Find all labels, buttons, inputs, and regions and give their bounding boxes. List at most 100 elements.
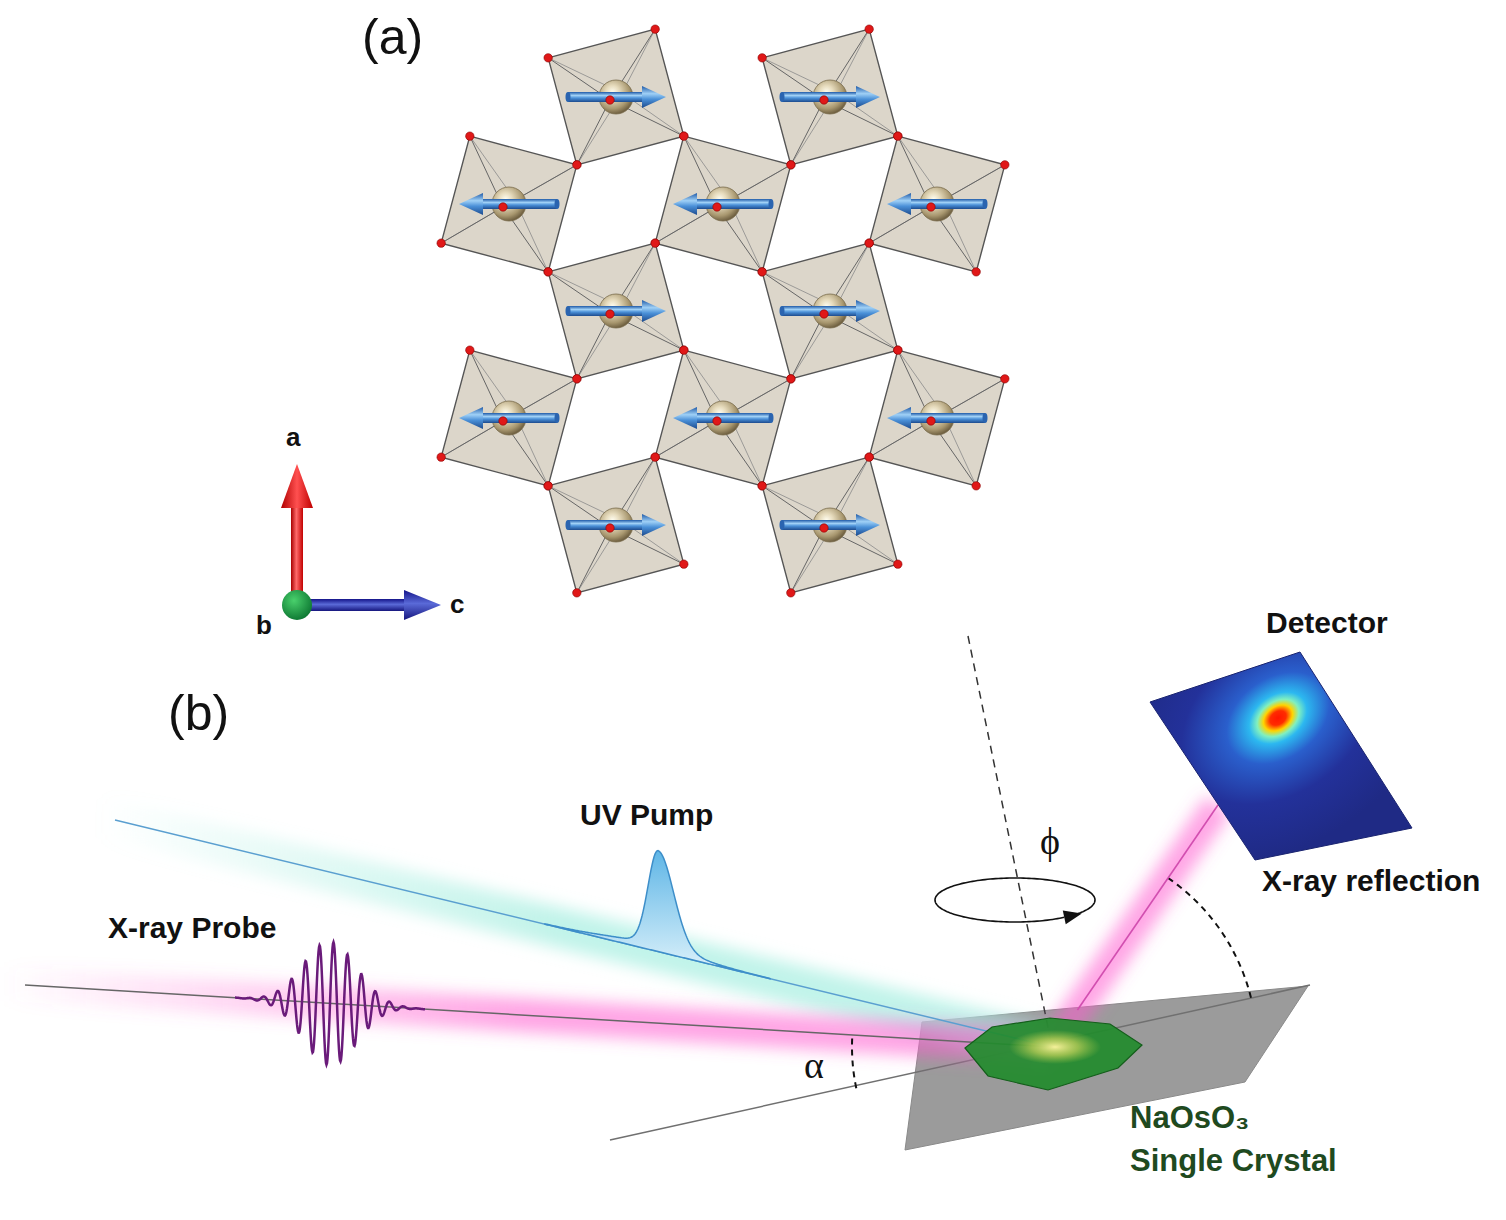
octahedron-edge [869, 207, 931, 243]
oxygen-atom [787, 375, 795, 383]
spin-arrow-head [673, 407, 697, 429]
spin-arrow-head [887, 193, 911, 215]
oxygen-atom [1001, 375, 1009, 383]
oxygen-atom [758, 482, 766, 490]
oxygen-atom [499, 203, 507, 211]
axis-label: b [256, 612, 272, 638]
oxygen-atom [573, 375, 581, 383]
reflected-beam-core [1179, 805, 1218, 862]
oxygen-atom [651, 453, 659, 461]
beam-connector [1077, 862, 1179, 1010]
oxygen-atom [466, 346, 474, 354]
oxygen-atom [573, 375, 581, 383]
octahedron-edge [441, 421, 503, 457]
oxygen-atom [758, 268, 766, 276]
oxygen-atom [544, 268, 552, 276]
axis-a-shaft [291, 506, 303, 602]
spin-arrow-head [642, 514, 666, 536]
oxygen-atom [573, 161, 581, 169]
xray-beam-core [25, 985, 1052, 1047]
oxygen-atom [606, 310, 614, 318]
exit-angle-arc [1168, 878, 1251, 999]
spin-arrow-tail [769, 413, 774, 423]
octahedron [758, 239, 902, 383]
spin-arrow-head [459, 193, 483, 215]
oxygen-atom [894, 560, 902, 568]
spin-arrow-head [459, 407, 483, 429]
spin-arrow-head [673, 193, 697, 215]
oxygen-atom [606, 96, 614, 104]
spin-arrow-shaft [568, 520, 642, 530]
axis-label: a [286, 424, 300, 450]
octahedron [865, 346, 1009, 490]
reflected-beam-glow [1052, 805, 1218, 1047]
angle-symbol: α [804, 1046, 824, 1084]
oxygen-atom [499, 417, 507, 425]
oxygen-atom [894, 346, 902, 354]
octahedron-edge [622, 243, 655, 307]
detector-plate [1150, 652, 1412, 860]
oxygen-atom [713, 203, 721, 211]
oxygen-atom [927, 203, 935, 211]
octahedron-edge [869, 421, 931, 457]
oxygen-atom [787, 161, 795, 169]
oxygen-atom [573, 161, 581, 169]
oxygen-atom [544, 54, 552, 62]
oxygen-atom [544, 482, 552, 490]
octahedron-edge [655, 207, 717, 243]
octahedron-edge [441, 207, 503, 243]
spin-arrow-tail [780, 92, 785, 102]
xray-beam-glow [0, 983, 1052, 1047]
label-holder: NaOsO₃ Single Crystal [1130, 1096, 1344, 1183]
spin-arrow-tail [983, 413, 988, 423]
oxygen-atom [820, 524, 828, 532]
oxygen-atom [544, 268, 552, 276]
oxygen-atom [437, 239, 445, 247]
octahedron-face [548, 457, 684, 593]
spin-arrow-shaft [568, 306, 642, 316]
oxygen-atom [865, 239, 873, 247]
spin-arrow-shaft [782, 92, 856, 102]
spin-arrow-tail [780, 520, 785, 530]
oxygen-atom [865, 453, 873, 461]
spin-arrow-shaft [483, 413, 557, 423]
oxygen-atom [758, 54, 766, 62]
octahedron-face [762, 29, 898, 165]
spin-arrow-shaft [697, 199, 771, 209]
sample-crystal: NaOsO₃ Single Crystal [960, 1010, 1355, 1195]
rotation-arrowhead [1063, 910, 1082, 924]
beam-label: X-ray reflection [1262, 866, 1480, 896]
oxygen-atom [680, 560, 688, 568]
oxygen-atom [787, 161, 795, 169]
oxygen-atom [820, 96, 828, 104]
oxygen-atom [972, 482, 980, 490]
octahedron [544, 25, 688, 169]
uv-pulse [545, 851, 770, 979]
octahedron [758, 453, 902, 597]
octahedron-face [762, 457, 898, 593]
node-label: Detector [1266, 608, 1388, 638]
octahedron-face [548, 29, 684, 165]
oxygen-atom [972, 268, 980, 276]
spin-arrow-shaft [568, 92, 642, 102]
panel-letter: (a) [362, 12, 423, 62]
axis-label: c [450, 591, 464, 617]
oxygen-atom [713, 417, 721, 425]
spin-arrow-tail [566, 306, 571, 316]
oxygen-atom [865, 239, 873, 247]
spin-arrow-head [887, 407, 911, 429]
node-label: NaOsO₃ Single Crystal [1130, 1096, 1344, 1183]
oxygen-atom [606, 524, 614, 532]
octahedron-edge [836, 29, 869, 93]
beam-label: X-ray Probe [108, 913, 276, 943]
spin-arrow-shaft [911, 199, 985, 209]
beam-label: UV Pump [580, 800, 713, 830]
oxygen-atom [573, 589, 581, 597]
octahedron-face [655, 350, 791, 486]
oxygen-atom [894, 132, 902, 140]
panel-letter: (b) [168, 688, 229, 738]
xray-wave-packet [235, 942, 425, 1065]
octahedron [544, 453, 688, 597]
spin-arrow-shaft [911, 413, 985, 423]
